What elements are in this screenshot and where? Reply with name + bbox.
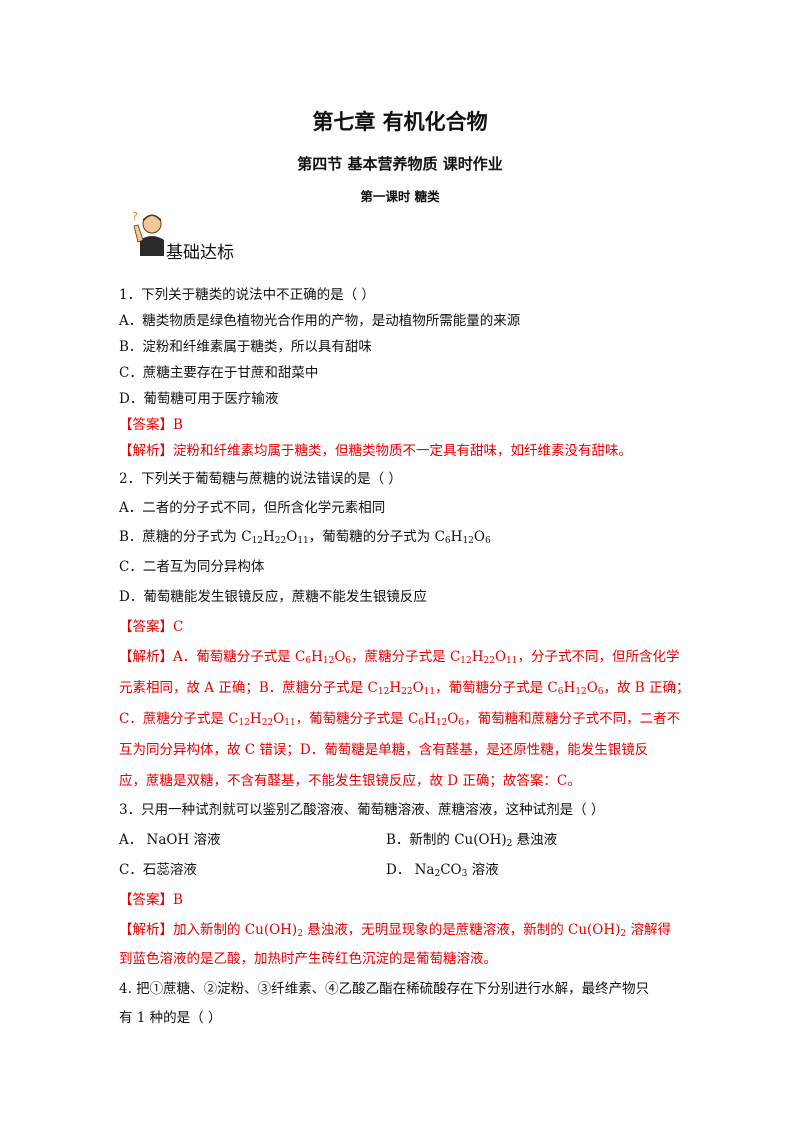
q2-stem: 2．下列关于葡萄糖与蔗糖的说法错误的是（ ）	[119, 471, 402, 487]
q3-option-c: C．石蕊溶液	[119, 862, 197, 878]
q3-analysis-line-1: 【解析】加入新制的 Cu(OH)2 悬浊液，无明显现象的是蔗糖溶液，新制的 Cu…	[119, 922, 671, 939]
q1-option-b: B．淀粉和纤维素属于糖类，所以具有甜味	[119, 339, 372, 355]
q2-analysis-line-5: 应，蔗糖是双糖，不含有醛基，不能发生银镜反应，故 D 正确；故答案：C。	[119, 773, 581, 789]
lesson-title: 第一课时 糖类	[360, 189, 440, 204]
q2-option-d: D．葡萄糖能发生银镜反应，蔗糖不能发生银镜反应	[119, 589, 427, 605]
q2-analysis-line-3: C．蔗糖分子式是 C12H22O11，葡萄糖分子式是 C6H12O6，葡萄糖和蔗…	[119, 711, 681, 728]
q2-analysis-line-1: 【解析】A．葡萄糖分子式是 C6H12O6，蔗糖分子式是 C12H22O11，分…	[119, 649, 680, 666]
q3-answer: 【答案】B	[119, 892, 183, 908]
q2-option-b-text1: B．蔗糖的分子式为	[119, 529, 242, 545]
q2-option-b: B．蔗糖的分子式为 C12H22O11，葡萄糖的分子式为 C6H12O6	[119, 525, 491, 546]
q4-stem-line-2: 有 1 种的是（ ）	[119, 1010, 222, 1026]
q2-answer: 【答案】C	[119, 619, 184, 635]
q1-answer: 【答案】B	[119, 417, 183, 433]
q1-stem: 1．下列关于糖类的说法中不正确的是（ ）	[119, 287, 375, 303]
q1-option-a: A．糖类物质是绿色植物光合作用的产物，是动植物所需能量的来源	[119, 313, 521, 329]
q2-option-b-text2: ，葡萄糖的分子式为	[308, 529, 435, 545]
q3-analysis-line-2: 到蓝色溶液的是乙酸，加热时产生砖红色沉淀的是葡萄糖溶液。	[119, 951, 497, 967]
q1-option-c: C．蔗糖主要存在于甘蔗和甜菜中	[119, 365, 319, 381]
svg-text:?: ?	[132, 210, 138, 223]
section-title: 第四节 基本营养物质 课时作业	[297, 155, 503, 173]
q3-option-a: A． NaOH 溶液	[119, 832, 221, 848]
q2-option-a: A．二者的分子式不同，但所含化学元素相同	[119, 500, 386, 516]
sucrose-formula: C12H22O11	[241, 529, 309, 546]
glucose-formula: C6H12O6	[434, 529, 491, 546]
q3-option-b: B．新制的 Cu(OH)2 悬浊液	[386, 832, 558, 849]
q4-stem-line-1: 4. 把①蔗糖、②淀粉、③纤维素、④乙酸乙酯在稀硫酸存在下分别进行水解，最终产物…	[119, 981, 650, 997]
section-heading: 基础达标	[166, 243, 234, 263]
q3-stem: 3．只用一种试剂就可以鉴别乙酸溶液、葡萄糖溶液、蔗糖溶液，这种试剂是（ ）	[119, 802, 605, 818]
thinking-student-icon: ?	[132, 210, 164, 256]
q2-analysis-line-4: 互为同分异构体，故 C 错误；D．葡萄糖是单糖，含有醛基，是还原性糖，能发生银镜…	[119, 742, 649, 758]
chapter-title: 第七章 有机化合物	[312, 110, 488, 134]
q1-option-d: D．葡萄糖可用于医疗输液	[119, 391, 279, 407]
q2-option-c: C．二者互为同分异构体	[119, 559, 265, 575]
q2-analysis-line-2: 元素相同，故 A 正确；B．蔗糖分子式是 C12H22O11，葡萄糖分子式是 C…	[119, 680, 690, 697]
q3-option-d: D． Na2CO3 溶液	[386, 862, 499, 879]
q1-analysis: 【解析】淀粉和纤维素均属于糖类，但糖类物质不一定具有甜味，如纤维素没有甜味。	[119, 443, 632, 459]
